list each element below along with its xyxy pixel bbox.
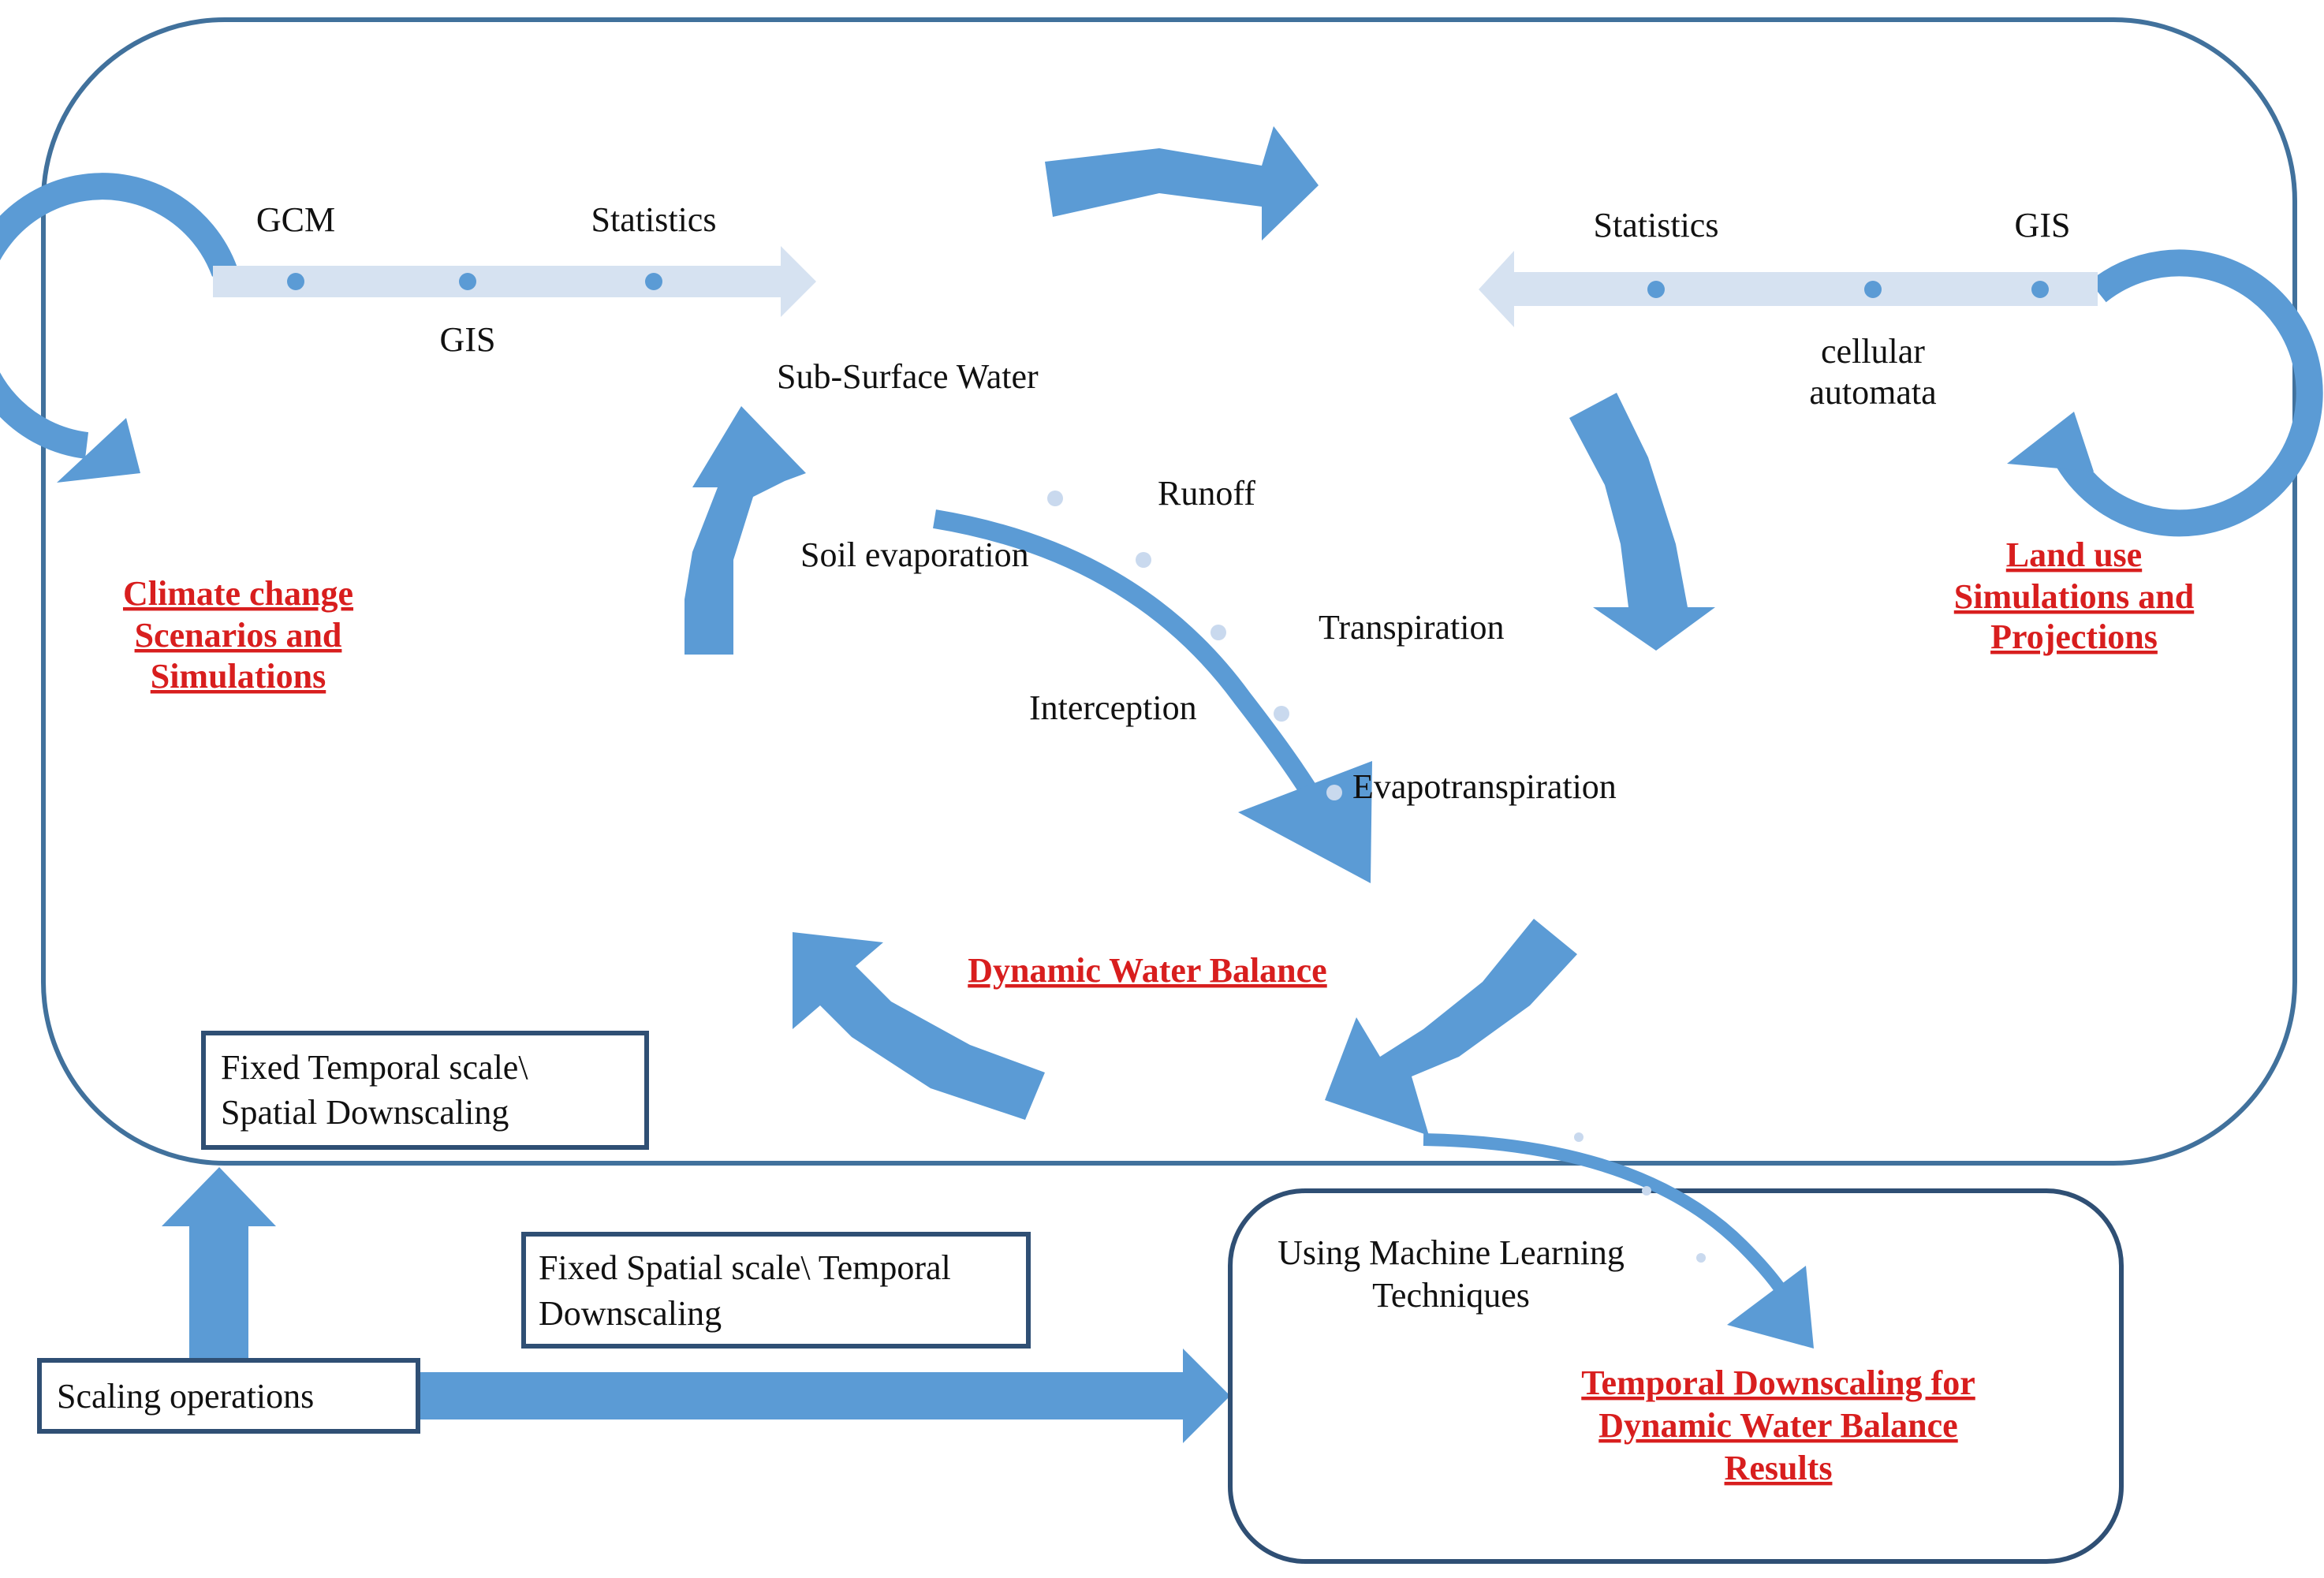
component-subsurface-water: Sub-Surface Water — [777, 357, 1039, 396]
ml-result-line: Results — [1725, 1449, 1833, 1487]
climate-title-line: Climate change — [123, 574, 353, 613]
water-components-curve — [933, 491, 1372, 883]
landuse-tool-statistics: Statistics — [1594, 206, 1719, 244]
climate-title: Climate change Scenarios and Simulations — [123, 574, 353, 696]
climate-cycle-icon — [0, 173, 237, 483]
landuse-title-line: Simulations and — [1954, 577, 2194, 616]
landuse-tool-automata: automata — [1809, 373, 1936, 412]
climate-tools-arrow — [213, 246, 816, 317]
ml-technique-line: Using Machine Learning — [1278, 1233, 1625, 1272]
fixed-spatial-line: Fixed Spatial scale\ Temporal — [539, 1248, 951, 1287]
landuse-title-line: Land use — [2006, 535, 2142, 574]
ml-result-line: Temporal Downscaling for — [1581, 1363, 1975, 1402]
cycle-arrow-right — [1569, 393, 1715, 651]
ml-curve-arrow — [1423, 1132, 1814, 1349]
landuse-title-line: Projections — [1990, 617, 2158, 656]
scaling-operations-box — [37, 1358, 420, 1434]
climate-tool-gcm: GCM — [256, 200, 335, 239]
climate-title-line: Simulations — [151, 657, 326, 696]
component-interception: Interception — [1029, 688, 1197, 727]
fixed-temporal-box — [201, 1031, 649, 1150]
landuse-tools-arrow — [1479, 251, 2098, 327]
scaling-operations-label: Scaling operations — [57, 1377, 314, 1416]
fixed-spatial-line: Downscaling — [539, 1294, 722, 1333]
landuse-tool-cellular: cellular — [1821, 332, 1925, 371]
landuse-cycle-icon — [2007, 249, 2323, 537]
ml-technique-line: Techniques — [1372, 1276, 1530, 1315]
main-frame — [41, 17, 2297, 1166]
right-arrow — [418, 1349, 1230, 1443]
cycle-arrow-bottom-left — [793, 932, 1045, 1120]
cycle-arrow-left — [685, 406, 806, 655]
fixed-temporal-line: Fixed Temporal scale\ — [221, 1048, 528, 1087]
fixed-temporal-line: Spatial Downscaling — [221, 1093, 509, 1132]
component-transpiration: Transpiration — [1319, 608, 1505, 647]
climate-title-line: Scenarios and — [135, 616, 342, 655]
climate-tool-statistics: Statistics — [591, 200, 717, 239]
component-soil-evaporation: Soil evaporation — [800, 535, 1029, 574]
fixed-spatial-box — [521, 1232, 1031, 1349]
component-evapotranspiration: Evapotranspiration — [1352, 767, 1617, 806]
ml-result-line: Dynamic Water Balance — [1598, 1406, 1957, 1445]
dynamic-water-balance-title: Dynamic Water Balance — [968, 951, 1326, 990]
cycle-arrow-bottom-right — [1325, 919, 1577, 1136]
component-runoff: Runoff — [1158, 474, 1255, 513]
cycle-arrow-top — [1045, 126, 1319, 241]
climate-tool-gis: GIS — [440, 320, 496, 359]
landuse-tool-gis: GIS — [2015, 206, 2071, 244]
landuse-title: Land use Simulations and Projections — [1954, 535, 2194, 656]
up-arrow — [162, 1167, 276, 1364]
